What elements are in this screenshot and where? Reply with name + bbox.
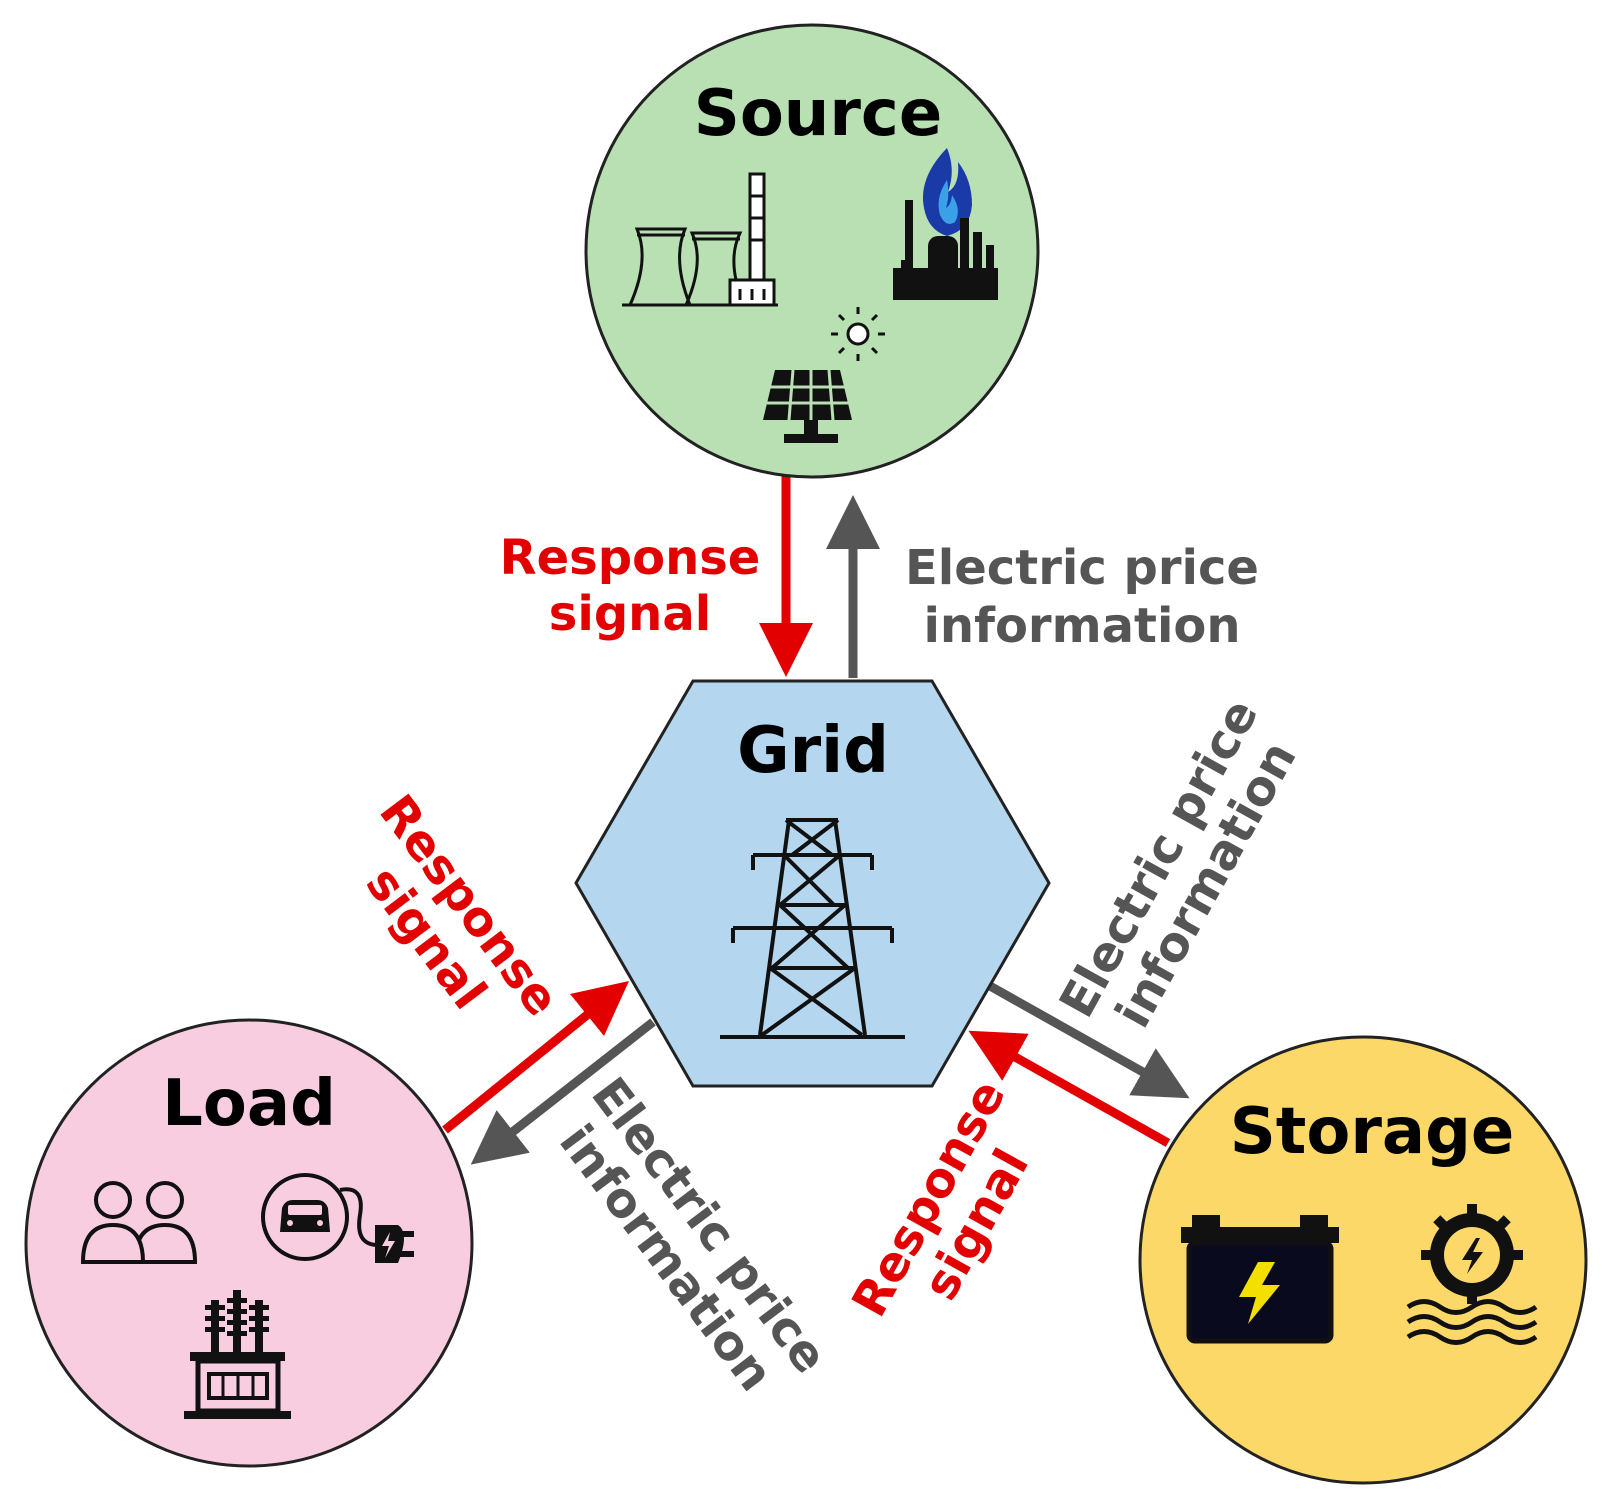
ev-charging-icon [261,1173,414,1263]
load-circle [24,1018,474,1468]
gas-refinery-icon [893,148,998,300]
transformer-icon [184,1290,291,1419]
load-price-arrow [470,1018,656,1165]
source-node: Source [584,23,1040,479]
cooling-tower-plant-icon [622,172,778,307]
source-price-line1: Electric price [905,540,1259,596]
storage-response-arrow [968,1030,1171,1147]
solar-panel-icon [763,369,852,443]
transmission-tower-icon [720,818,905,1039]
storage-price-label: Electric price information [1049,690,1308,1037]
load-response-label: Response signal [355,785,570,1027]
grid-node: Grid [574,679,1051,1088]
source-response-label: Response signal [500,530,761,642]
load-title: Load [162,1067,336,1141]
grid-title: Grid [737,714,889,788]
storage-price-arrow [987,982,1190,1099]
hydro-turbine-icon [1406,1204,1538,1345]
source-response-line1: Response [500,530,761,586]
storage-response-label: Response signal [841,1071,1040,1326]
source-price-line2: information [923,598,1240,654]
load-price-label: Electric price information [548,1067,838,1401]
battery-icon [1181,1215,1339,1344]
load-node: Load [24,1018,474,1468]
load-response-arrow [442,981,629,1134]
source-price-label: Electric price information [905,540,1259,654]
storage-title: Storage [1230,1095,1515,1169]
source-title: Source [694,77,943,151]
sun-icon [831,307,885,361]
source-response-line2: signal [549,586,711,642]
storage-node: Storage [1138,1035,1588,1485]
storage-circle [1138,1035,1588,1485]
users-icon [80,1181,198,1264]
source-circle [584,23,1040,479]
